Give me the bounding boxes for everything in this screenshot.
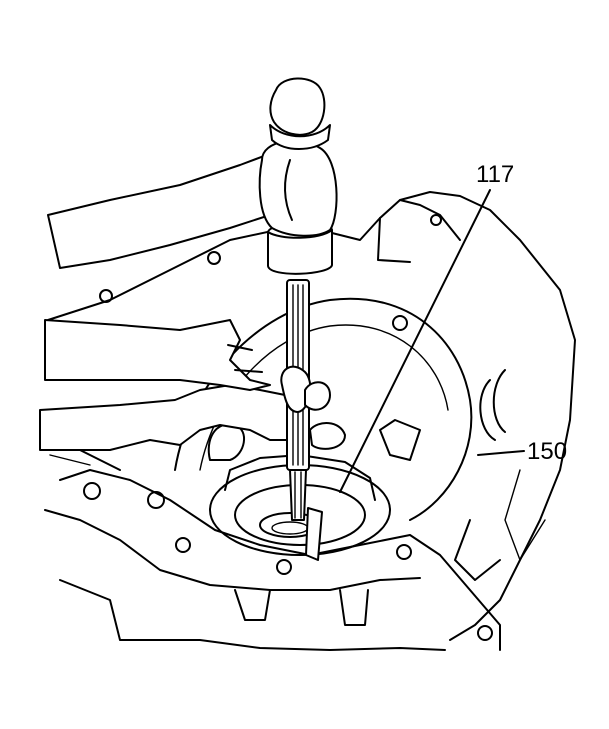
- hammer: [47, 77, 338, 275]
- punch-drift: [286, 279, 323, 561]
- hand-grip: [280, 365, 331, 413]
- flange-bolt-holes: [83, 214, 493, 641]
- callout-117-label: 117: [476, 161, 514, 188]
- callout-150-label: 150: [527, 438, 567, 465]
- leader-line-150: [477, 450, 525, 456]
- leader-line-117: [339, 189, 491, 493]
- callout-117: 117: [339, 161, 514, 493]
- callout-150: 150: [477, 438, 567, 465]
- hand-lower: [39, 319, 306, 451]
